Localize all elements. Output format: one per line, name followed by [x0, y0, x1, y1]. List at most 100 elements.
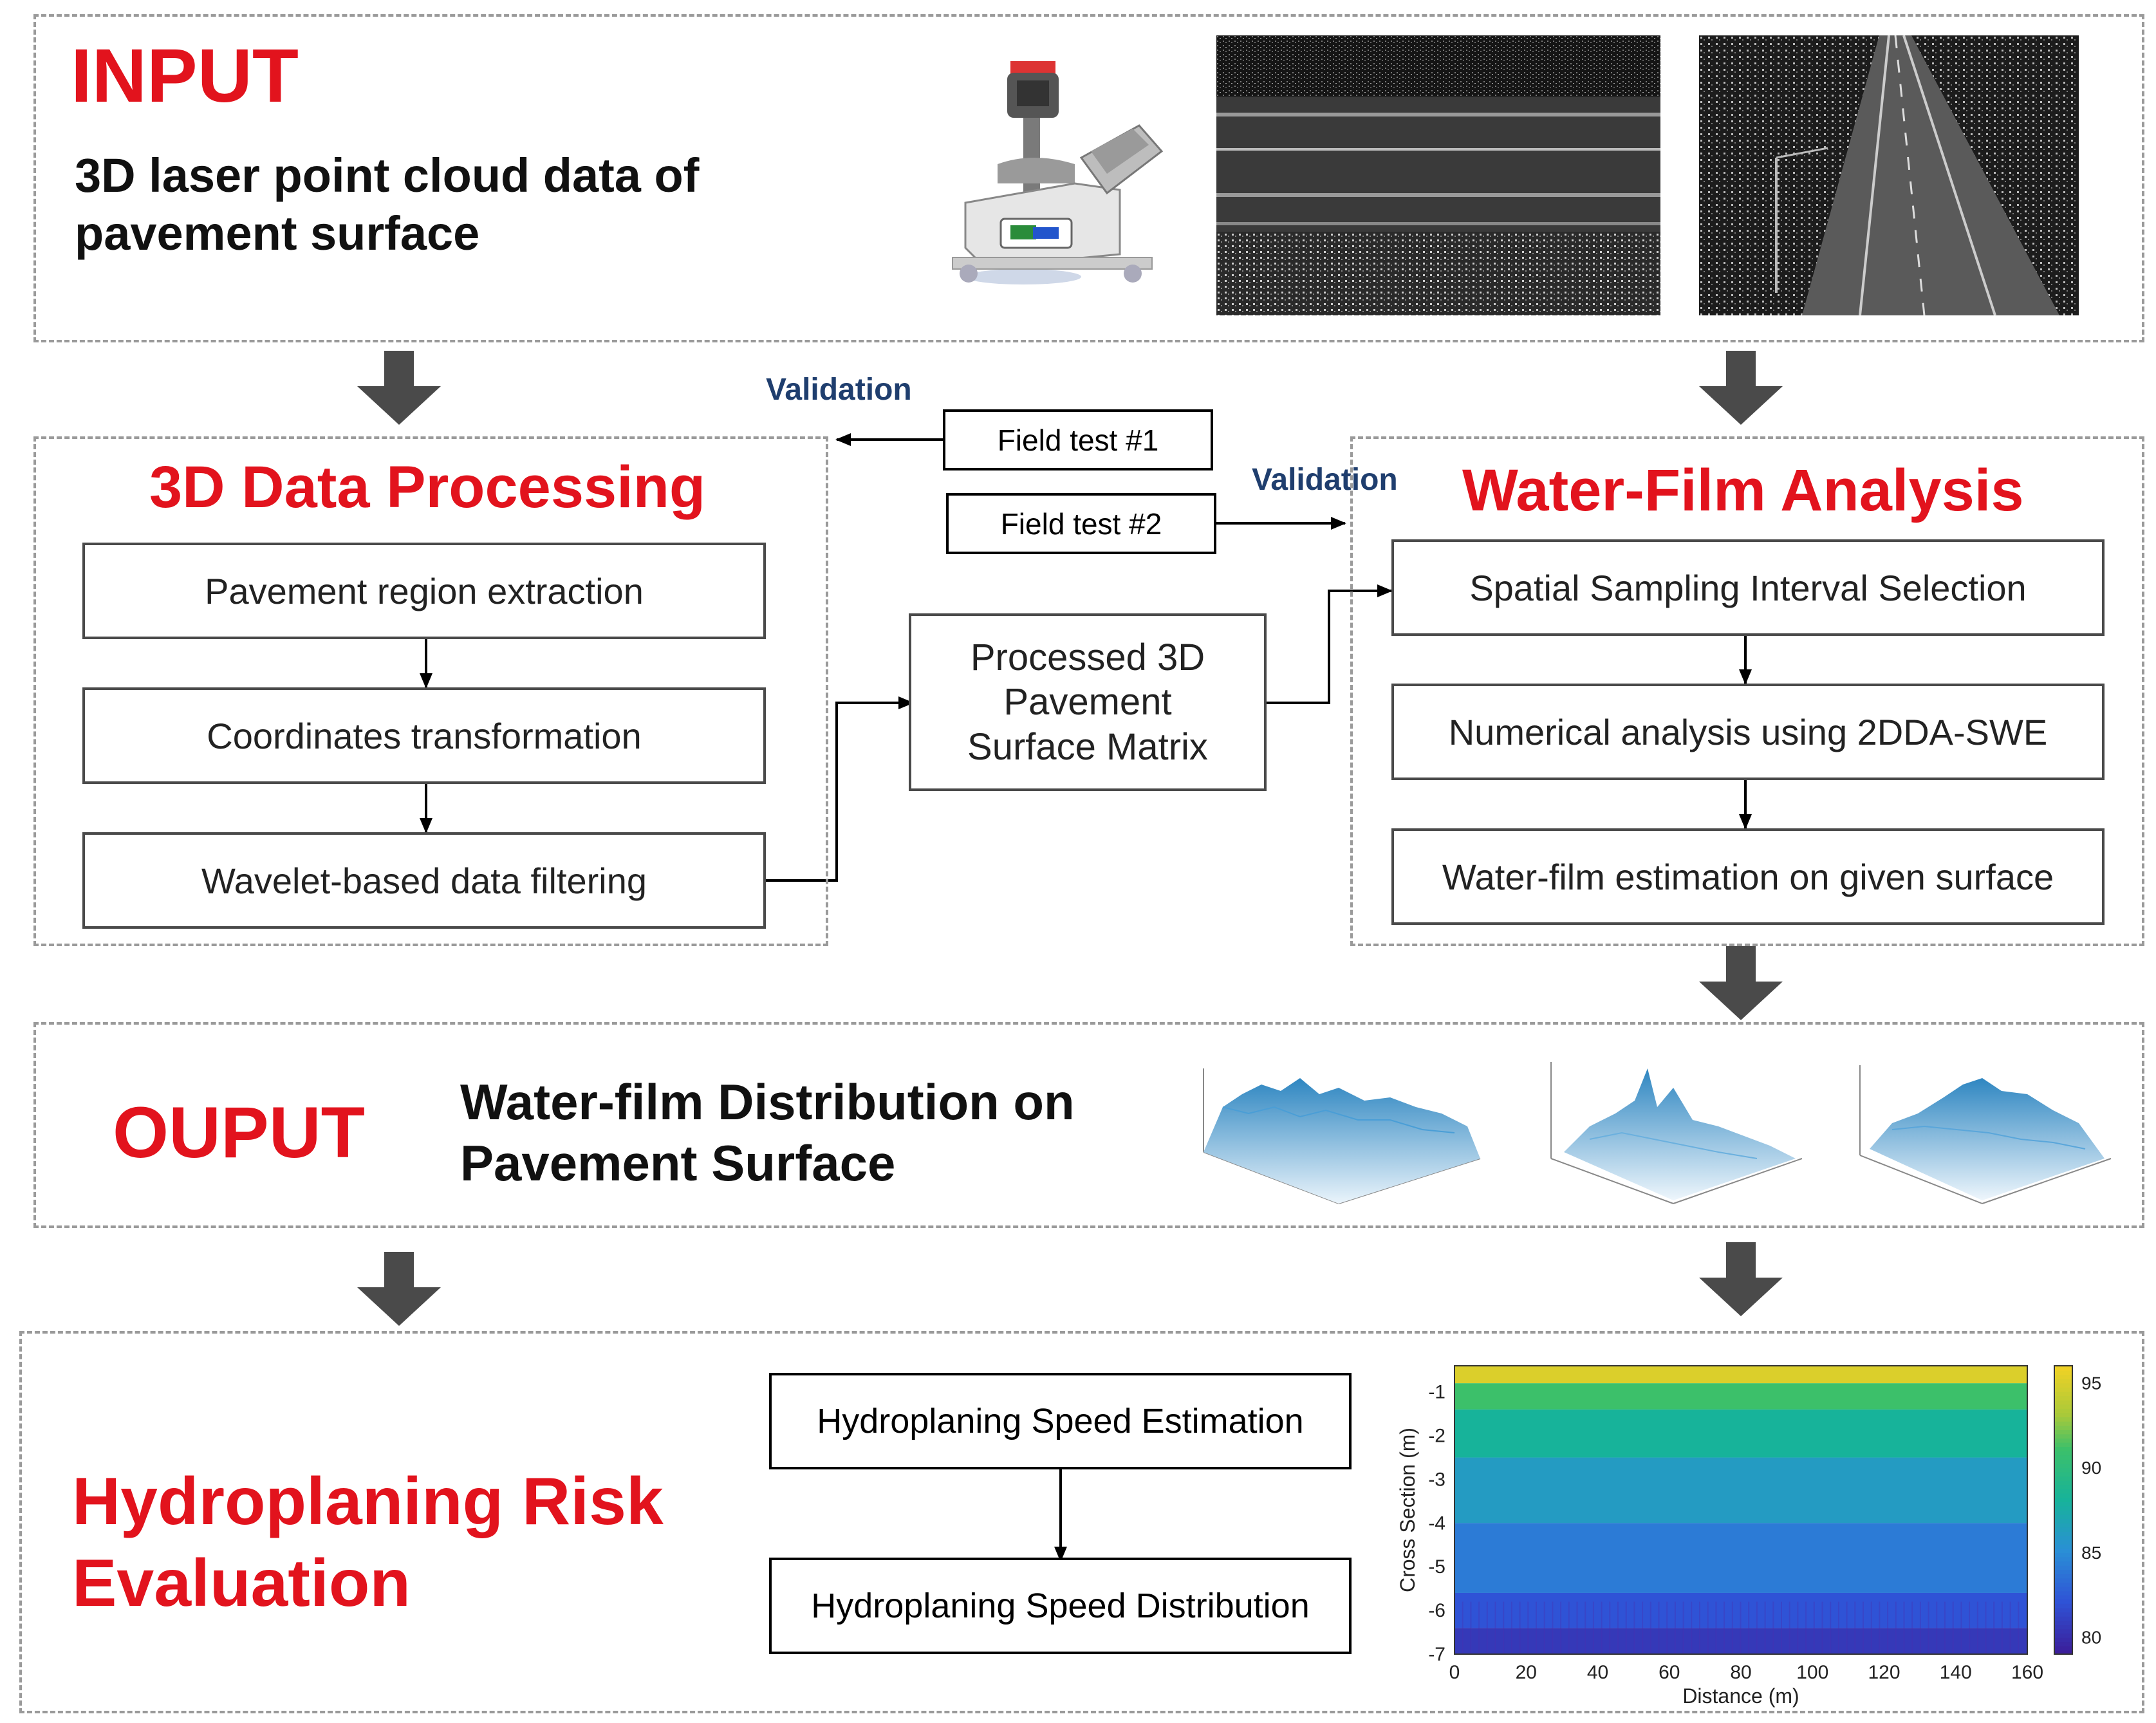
colorbar-segment: [2054, 1480, 2072, 1486]
field-test-1-box: Field test #1: [943, 409, 1213, 470]
colorbar-segment: [2054, 1650, 2072, 1655]
input-description-line2: pavement surface: [75, 207, 480, 261]
y-tick-label: -4: [1428, 1513, 1445, 1534]
colorbar-tick-label: 80: [2081, 1628, 2101, 1648]
colorbar-tick-label: 95: [2081, 1373, 2101, 1393]
colorbar-segment: [2054, 1471, 2072, 1477]
colorbar-segment: [2054, 1535, 2072, 1541]
colorbar-segment: [2054, 1569, 2072, 1574]
x-axis-label: Distance (m): [1682, 1684, 1799, 1708]
colorbar-segment: [2054, 1607, 2072, 1613]
colorbar-segment: [2054, 1590, 2072, 1596]
laser-scanner-image: [927, 55, 1178, 299]
colorbar-segment: [2054, 1616, 2072, 1621]
colorbar-segment: [2054, 1463, 2072, 1469]
colorbar-segment: [2054, 1603, 2072, 1608]
colorbar-segment: [2054, 1561, 2072, 1566]
water-film-step-2-label: Numerical analysis using 2DDA-SWE: [1448, 711, 2048, 752]
colorbar-segment: [2054, 1505, 2072, 1511]
colorbar-segment: [2054, 1429, 2072, 1435]
output-description: Water-film Distribution on Pavement Surf…: [460, 1072, 1075, 1194]
colorbar-segment: [2054, 1518, 2072, 1523]
colorbar-segment: [2054, 1578, 2072, 1583]
heatmap-frame: [1454, 1365, 2028, 1655]
colorbar-segment: [2054, 1366, 2072, 1371]
processing-step-1: Pavement region extraction: [82, 543, 766, 639]
colorbar-segment: [2054, 1404, 2072, 1409]
water-film-step-3-label: Water-film estimation on given surface: [1442, 856, 2054, 897]
colorbar-segment: [2054, 1484, 2072, 1490]
water-film-step-1: Spatial Sampling Interval Selection: [1391, 539, 2105, 636]
y-tick-label: -6: [1428, 1600, 1445, 1621]
colorbar-tick-label: 90: [2081, 1458, 2101, 1478]
water-film-step-2: Numerical analysis using 2DDA-SWE: [1391, 684, 2105, 780]
colorbar-segment: [2054, 1548, 2072, 1553]
processing-title: 3D Data Processing: [149, 454, 706, 520]
water-film-surface-plot-3: [1834, 1052, 2130, 1216]
matrix-line-1: Processed 3D: [970, 636, 1205, 678]
risk-section: [19, 1331, 2144, 1713]
risk-title: Hydroplaning Risk Evaluation: [72, 1461, 664, 1625]
x-tick-label: 160: [2011, 1662, 2043, 1683]
risk-step-1: Hydroplaning Speed Estimation: [769, 1373, 1352, 1469]
output-section: [33, 1022, 2144, 1228]
colorbar-segment: [2054, 1370, 2072, 1375]
colorbar-segment: [2054, 1420, 2072, 1426]
x-tick-label: 0: [1449, 1662, 1460, 1683]
processing-step-3: Wavelet-based data filtering: [82, 832, 766, 929]
colorbar-tick-label: 85: [2081, 1543, 2101, 1563]
heatmap-band-6: [1454, 1592, 2027, 1628]
colorbar-segment: [2054, 1540, 2072, 1545]
colorbar-segment: [2054, 1514, 2072, 1520]
colorbar-segment: [2054, 1493, 2072, 1498]
processing-step-3-label: Wavelet-based data filtering: [201, 860, 647, 901]
colorbar-segment: [2054, 1391, 2072, 1397]
point-cloud-perspective-image: [1699, 35, 2079, 315]
y-tick-label: -7: [1428, 1644, 1445, 1665]
colorbar-segment: [2054, 1645, 2072, 1651]
colorbar-segment: [2054, 1522, 2072, 1528]
colorbar-segment: [2054, 1599, 2072, 1604]
colorbar-segment: [2054, 1556, 2072, 1562]
colorbar-segment: [2054, 1374, 2072, 1379]
input-description: 3D laser point cloud data of pavement su…: [75, 147, 699, 263]
y-axis-label: Cross Section (m): [1396, 1428, 1419, 1592]
water-film-step-3: Water-film estimation on given surface: [1391, 828, 2105, 925]
water-film-surface-plot-1: [1171, 1056, 1506, 1216]
colorbar-segment: [2054, 1386, 2072, 1392]
colorbar-segment: [2054, 1624, 2072, 1630]
down-arrow-left-1: [357, 351, 441, 425]
y-tick-label: -5: [1428, 1556, 1445, 1578]
x-tick-label: 100: [1796, 1662, 1828, 1683]
down-arrow-right-2: [1699, 946, 1783, 1020]
down-arrow-left-2: [357, 1252, 441, 1326]
output-description-line1: Water-film Distribution on: [460, 1074, 1075, 1130]
input-description-line1: 3D laser point cloud data of: [75, 149, 700, 202]
heatmap-band-1: [1454, 1366, 2027, 1384]
input-section: [33, 14, 2144, 342]
colorbar-segment: [2054, 1543, 2072, 1549]
colorbar-segment: [2054, 1378, 2072, 1384]
heatmap-band-5: [1454, 1523, 2027, 1593]
down-arrow-right-1: [1699, 351, 1783, 425]
colorbar-segment: [2054, 1399, 2072, 1405]
processing-step-1-label: Pavement region extraction: [205, 570, 644, 611]
colorbar-frame: [2054, 1365, 2073, 1655]
x-tick-label: 40: [1587, 1662, 1608, 1683]
colorbar-segment: [2054, 1552, 2072, 1558]
y-tick-label: -3: [1428, 1469, 1445, 1490]
output-description-line2: Pavement Surface: [460, 1135, 896, 1192]
colorbar-segment: [2054, 1425, 2072, 1430]
x-tick-label: 60: [1659, 1662, 1680, 1683]
colorbar-segment: [2054, 1417, 2072, 1422]
field-test-2-box: Field test #2: [946, 493, 1216, 554]
input-title: INPUT: [71, 33, 299, 118]
water-film-surface-plot-2: [1525, 1049, 1821, 1216]
colorbar-segment: [2054, 1446, 2072, 1451]
x-tick-label: 20: [1516, 1662, 1537, 1683]
colorbar-segment: [2054, 1510, 2072, 1515]
y-tick-label: -1: [1428, 1382, 1445, 1403]
field-test-2-label: Field test #2: [1000, 507, 1162, 541]
